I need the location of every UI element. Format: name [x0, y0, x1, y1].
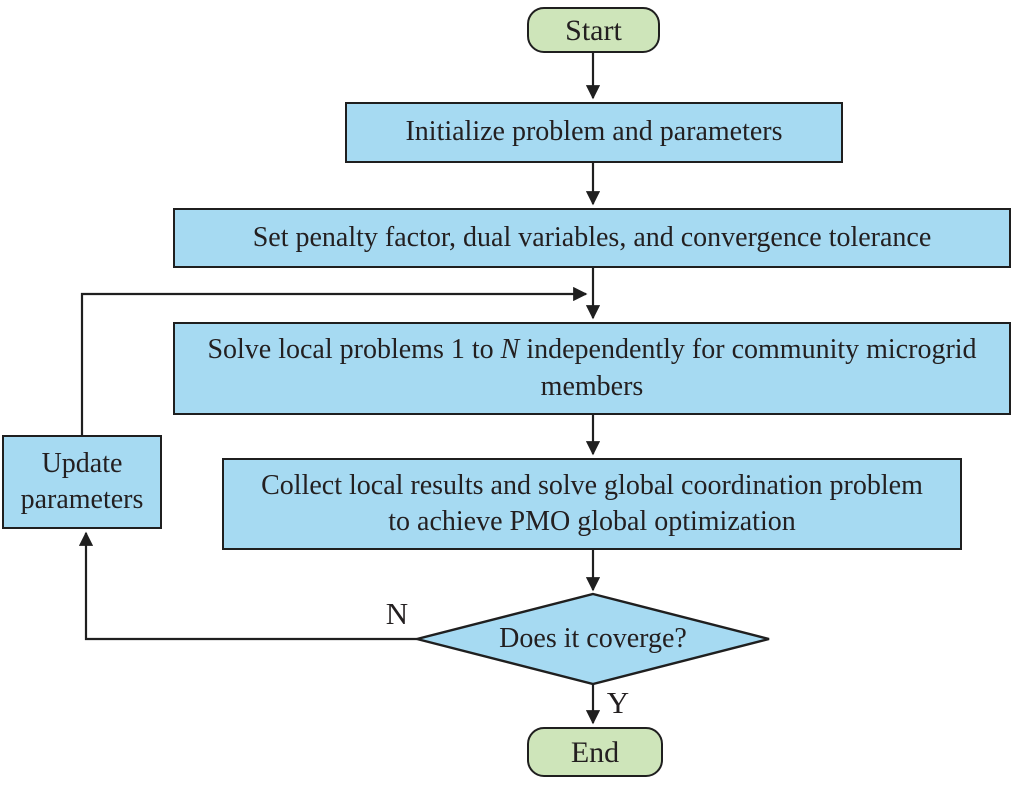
- start-node: Start: [527, 7, 660, 53]
- solve-local-text-before: Solve local problems 1 to: [207, 334, 501, 366]
- solve-local-node: Solve local problems 1 to N independentl…: [173, 322, 1011, 415]
- branch-label-yes: Y: [606, 685, 630, 720]
- start-node-label: Start: [565, 13, 622, 47]
- decision-question-text: Does it coverge?: [499, 623, 687, 654]
- set-penalty-node: Set penalty factor, dual variables, and …: [173, 208, 1011, 268]
- initialize-node: Initialize problem and parameters: [345, 102, 843, 163]
- solve-local-node-label: Solve local problems 1 to N independentl…: [205, 332, 979, 405]
- solve-local-text-after: independently for community microgrid me…: [519, 334, 977, 402]
- collect-node: Collect local results and solve global c…: [222, 458, 962, 550]
- end-node: End: [527, 727, 663, 777]
- edge-update-loop-to-junction: [80, 286, 588, 435]
- set-penalty-node-label: Set penalty factor, dual variables, and …: [252, 221, 932, 253]
- collect-node-label: Collect local results and solve global c…: [261, 469, 923, 537]
- solve-local-variable-n: N: [500, 334, 520, 366]
- end-node-label: End: [570, 735, 620, 769]
- branch-label-no: N: [385, 596, 409, 631]
- update-parameters-node: Update parameters: [2, 435, 162, 529]
- initialize-node-label: Initialize problem and parameters: [405, 116, 783, 148]
- decision-node-label: Does it coverge?: [437, 594, 749, 684]
- update-parameters-node-label: Update parameters: [20, 447, 144, 515]
- decision-diamond-shape: [416, 592, 770, 686]
- edge-decision-no-to-update: [78, 531, 417, 641]
